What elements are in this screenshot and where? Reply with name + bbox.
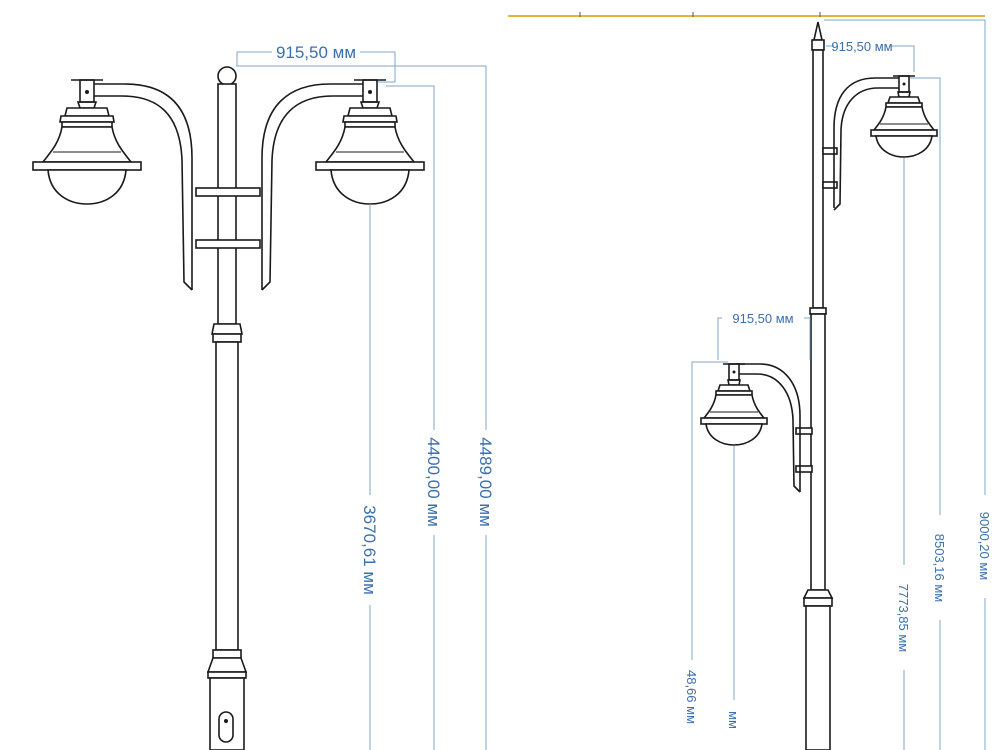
- left-pole: [206, 66, 248, 750]
- right-dim-lower-arm-reach: 915,50 мм: [732, 311, 793, 326]
- right-arm-upper: [822, 77, 900, 211]
- left-view: 915,50 мм 4489,00 мм 4400,00 мм 3670,61 …: [32, 43, 495, 750]
- right-dim-lower-lamp-bottom-height: мм: [726, 711, 741, 729]
- right-pole: [802, 21, 834, 750]
- right-dim-upper-arm-reach: 915,50 мм: [831, 39, 892, 54]
- left-crossbar-lower: [195, 239, 261, 249]
- left-arm-right: [261, 83, 368, 291]
- right-arm-lower: [736, 363, 813, 493]
- left-dim-total-height: 4489,00 мм: [476, 437, 495, 527]
- left-arm-left: [88, 83, 193, 291]
- right-dimension-lines: [691, 19, 986, 750]
- right-dim-lower-hook-height: 48,66 мм: [684, 670, 699, 724]
- right-dim-hook-height: 8503,16 мм: [932, 534, 947, 603]
- right-lamp-lower: [700, 363, 768, 446]
- top-edge-accent: [508, 12, 985, 17]
- left-crossbar-upper: [195, 187, 261, 197]
- left-dim-arm-reach: 915,50 мм: [276, 43, 356, 62]
- left-dim-hook-height: 4400,00 мм: [424, 437, 443, 527]
- right-dim-total-height: 9000,20 мм: [977, 512, 992, 581]
- left-lamp-left: [32, 79, 142, 205]
- left-dimension-lines: [236, 51, 487, 750]
- left-dim-lamp-bottom-height: 3670,61 мм: [360, 505, 379, 595]
- right-view: 915,50 мм 915,50 мм 9000,20 мм 8503,16 м…: [508, 12, 992, 750]
- left-lamp-right: [315, 79, 425, 205]
- right-dim-lamp-bottom-height: 7773,85 мм: [896, 584, 911, 653]
